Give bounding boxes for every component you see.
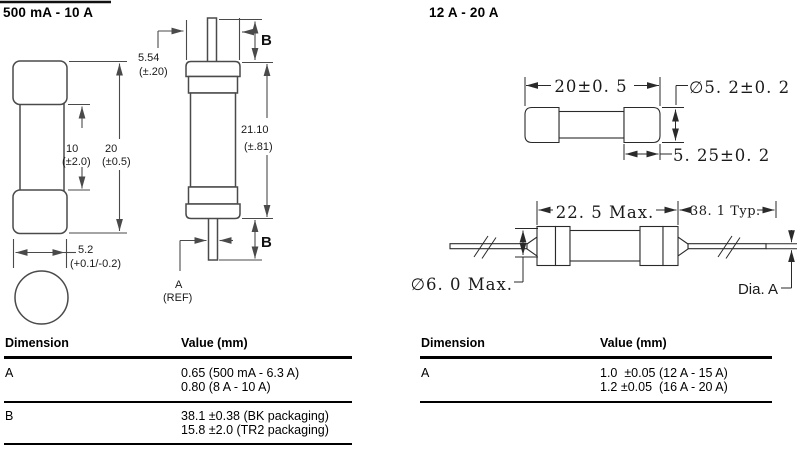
fuse-body (19, 102, 65, 192)
top-rim (185, 60, 241, 78)
cartridge-left-cap (524, 106, 560, 144)
left-dimension-table: Dimension Value (mm) A 0.65 (500 mA - 6.… (4, 334, 352, 445)
right-dimension-table: Dimension Value (mm) A 1.0 ±0.05 (12 A -… (420, 334, 772, 403)
axial-right-ferrule (662, 225, 679, 267)
cartridge-right-cap (623, 106, 661, 144)
dim-label-21-10: 21.10 (241, 124, 269, 136)
dim-label-10-tol: (±2.0) (62, 156, 91, 168)
right-lead-cone (677, 235, 689, 258)
value-line: 1.0 ±0.05 (12 A - 15 A) (600, 365, 728, 380)
left-section-title: 500 mA - 10 A (3, 5, 94, 20)
value-line: 0.80 (8 A - 10 A) (181, 380, 271, 394)
cartridge-body-dimensions (524, 77, 688, 160)
left-lead-cone (526, 235, 538, 258)
dim-label-20-tol: (±0.5) (102, 156, 131, 168)
fuse-front-view (12, 60, 69, 325)
axial-left-ferrule (536, 225, 557, 267)
value-cell: 38.1 ±0.38 (BK packaging) 15.8 ±2.0 (TR2… (181, 409, 329, 438)
dim-label-21-10-tol: (±.81) (244, 141, 273, 153)
axial-right-ring (639, 225, 664, 267)
dim-label-a: A (175, 279, 183, 291)
dim-label-length: 20±0. 5 (554, 77, 627, 96)
table-row: A 0.65 (500 mA - 6.3 A) 0.80 (8 A - 10 A… (4, 359, 352, 403)
dimension-cell: A (421, 365, 430, 380)
table-header-row: Dimension Value (mm) (420, 334, 772, 359)
right-lead (687, 243, 767, 250)
fuse-top-cap (12, 60, 68, 106)
column-header-value: Value (mm) (600, 336, 667, 350)
fuse-tube (189, 92, 237, 188)
table-row: A 1.0 ±0.05 (12 A - 15 A) 1.2 ±0.05 (16 … (420, 359, 772, 403)
top-band (187, 75, 239, 94)
value-line: 15.8 ±2.0 (TR2 packaging) (181, 423, 329, 437)
fuse-leaded-view (185, 17, 241, 261)
leaded-view-dimensions (157, 18, 273, 271)
right-section-title: 12 A - 20 A (429, 5, 499, 20)
dim-label-b-top: B (261, 32, 272, 49)
axial-view-dimensions (514, 201, 797, 289)
bottom-band (187, 186, 239, 205)
cartridge-body-view (524, 106, 661, 144)
dim-label-dia-max: ∅6. 0 Max. (411, 275, 513, 294)
value-cell: 0.65 (500 mA - 6.3 A) 0.80 (8 A - 10 A) (181, 366, 299, 395)
lead-break-marks (473, 235, 741, 259)
bottom-rim (185, 203, 241, 220)
axial-fuse-view (449, 225, 767, 267)
value-line: 38.1 ±0.38 (BK packaging) (181, 408, 329, 423)
dim-label-5-54-tol: (±.20) (139, 66, 168, 78)
table-header-row: Dimension Value (mm) (4, 334, 352, 359)
fuse-end-view (14, 270, 69, 325)
bottom-lead (207, 216, 219, 261)
top-lead (206, 17, 218, 64)
dim-label-lead-dia: Dia. A (738, 281, 778, 298)
dim-label-20: 20 (105, 143, 117, 155)
column-header-dimension: Dimension (5, 336, 69, 350)
dim-label-5-54: 5.54 (138, 52, 159, 64)
dim-label-b-bottom: B (261, 234, 272, 251)
value-line: 0.65 (500 mA - 6.3 A) (181, 365, 300, 380)
front-view-dimensions (12, 60, 127, 268)
column-header-dimension: Dimension (421, 336, 485, 350)
value-line: 1.2 ±0.05 (16 A - 20 A) (600, 380, 728, 394)
dim-label-5-2: 5.2 (78, 244, 93, 256)
dim-label-lead-typ: 38. 1 Typ. (690, 204, 761, 219)
table-row: B 38.1 ±0.38 (BK packaging) 15.8 ±2.0 (T… (4, 403, 352, 445)
dim-label-a-ref: (REF) (163, 292, 192, 304)
column-header-value: Value (mm) (181, 336, 248, 350)
value-cell: 1.0 ±0.05 (12 A - 15 A) 1.2 ±0.05 (16 A … (600, 366, 728, 395)
cartridge-tube (558, 110, 625, 139)
dim-label-cap-length: 5. 25±0. 2 (673, 146, 770, 165)
fuse-bottom-cap (12, 189, 68, 235)
dim-label-10: 10 (66, 143, 78, 155)
dimension-cell: B (5, 408, 14, 423)
dim-label-body-max: 22. 5 Max. (556, 203, 655, 222)
dimension-cell: A (5, 365, 14, 380)
axial-left-ring (554, 225, 571, 267)
dim-label-diameter: ∅5. 2±0. 2 (689, 78, 790, 97)
axial-tube (569, 229, 641, 262)
dim-label-5-2-tol: (+0.1/-0.2) (70, 258, 121, 270)
